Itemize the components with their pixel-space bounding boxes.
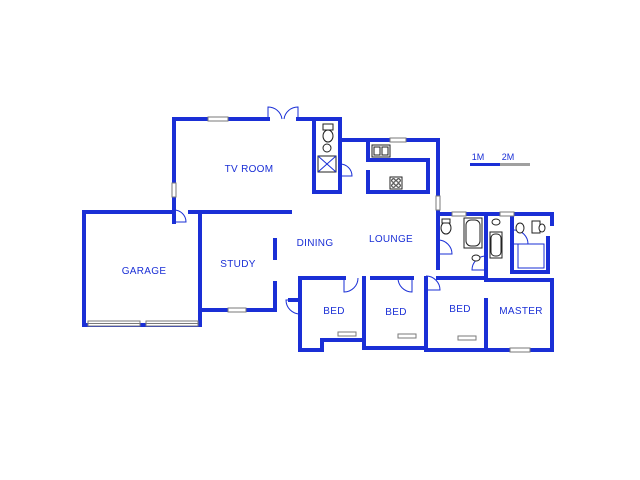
scale-2m-label: 2M	[502, 152, 515, 162]
fixtures	[317, 123, 546, 269]
walls	[82, 117, 554, 352]
room-labels: TV ROOM GARAGE STUDY DINING LOUNGE BED B…	[122, 164, 543, 318]
room-label-tv-room: TV ROOM	[225, 164, 274, 175]
windows	[87, 116, 531, 353]
room-label-garage: GARAGE	[122, 266, 167, 277]
scale-bar: 1M 2M	[470, 152, 530, 166]
room-label-study: STUDY	[220, 259, 255, 270]
room-label-bed-3: BED	[449, 304, 470, 315]
room-label-lounge: LOUNGE	[369, 234, 413, 245]
room-label-bed-2: BED	[385, 307, 406, 318]
room-label-bed-1: BED	[323, 306, 344, 317]
scale-1m-label: 1M	[472, 152, 485, 162]
room-label-master: MASTER	[499, 306, 542, 317]
room-label-dining: DINING	[297, 238, 334, 249]
